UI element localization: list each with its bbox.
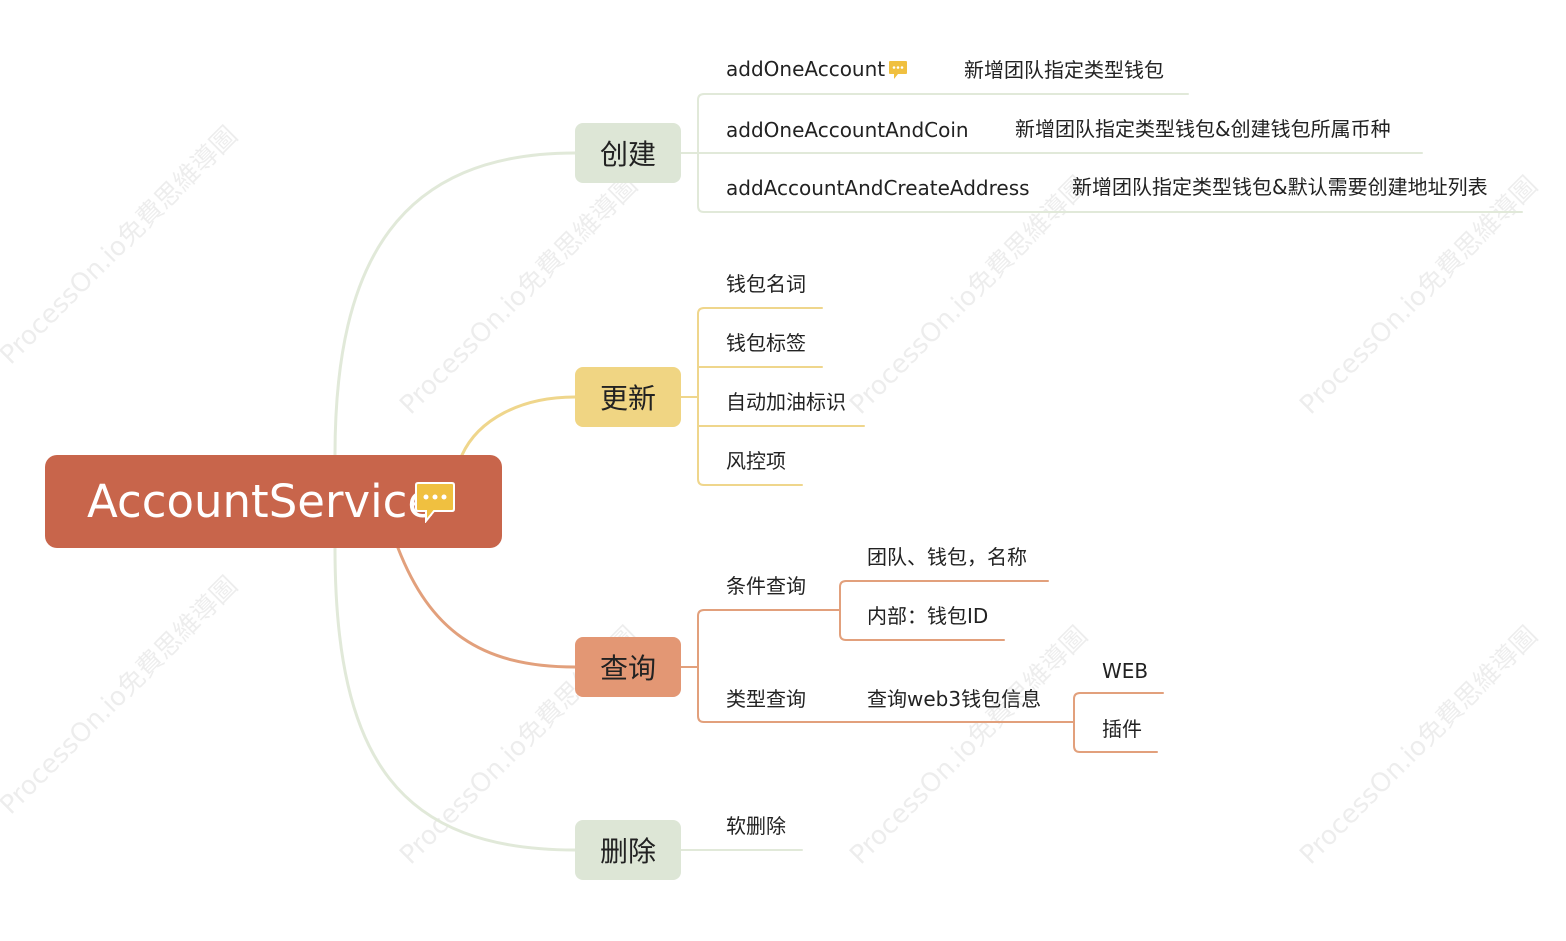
branch-update-label: 更新 (599, 382, 656, 415)
query-type-child-1[interactable]: WEB (1102, 659, 1149, 683)
branch-create[interactable]: 创建 (575, 123, 681, 183)
update-item-1[interactable]: 钱包名词 (726, 272, 806, 296)
branch-query[interactable]: 查询 (575, 637, 681, 697)
query-condition-child-2[interactable]: 内部：钱包ID (867, 604, 989, 628)
query-condition-child-1[interactable]: 团队、钱包，名称 (867, 545, 1027, 569)
branch-create-label: 创建 (599, 138, 656, 171)
connector-update (460, 395, 577, 457)
branch-update[interactable]: 更新 (575, 367, 681, 427)
branch-delete[interactable]: 删除 (575, 820, 681, 880)
root-title: AccountService (87, 475, 436, 528)
connector-create (333, 151, 577, 457)
query-condition[interactable]: 条件查询 (726, 574, 806, 598)
type-bracket (1073, 692, 1081, 753)
query-type-detail[interactable]: 查询web3钱包信息 (867, 687, 1042, 711)
create-desc-1[interactable]: 新增团队指定类型钱包 (964, 58, 1164, 82)
condition-bracket (839, 580, 847, 641)
comment-icon[interactable] (888, 60, 908, 80)
create-desc-2[interactable]: 新增团队指定类型钱包&创建钱包所属币种 (1015, 117, 1391, 141)
update-item-4[interactable]: 风控项 (726, 449, 786, 473)
connector-delete (333, 546, 577, 852)
branch-query-label: 查询 (599, 652, 656, 685)
query-type-child-2[interactable]: 插件 (1102, 717, 1142, 741)
create-method-3[interactable]: addAccountAndCreateAddress (726, 176, 1030, 200)
create-desc-3[interactable]: 新增团队指定类型钱包&默认需要创建地址列表 (1072, 175, 1488, 199)
delete-item-1[interactable]: 软删除 (726, 814, 786, 838)
create-method-2[interactable]: addOneAccountAndCoin (726, 118, 969, 142)
query-bracket (697, 609, 705, 723)
query-type[interactable]: 类型查询 (726, 687, 806, 711)
connector-query (396, 546, 577, 669)
update-item-3[interactable]: 自动加油标识 (726, 390, 846, 414)
create-method-1[interactable]: addOneAccount (726, 57, 886, 81)
update-item-2[interactable]: 钱包标签 (726, 331, 806, 355)
branch-delete-label: 删除 (599, 835, 656, 868)
comment-icon[interactable] (414, 481, 456, 523)
update-bracket (697, 307, 705, 486)
